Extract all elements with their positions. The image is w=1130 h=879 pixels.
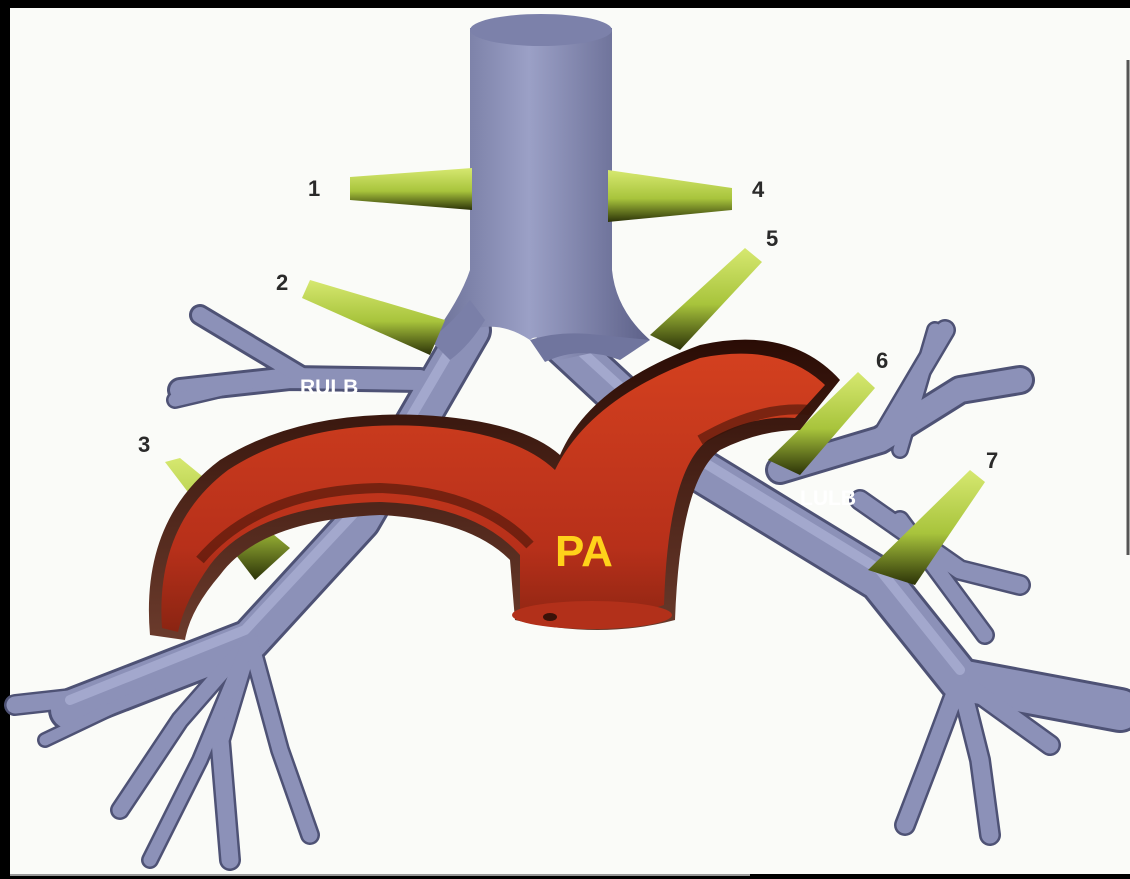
station-7-label: 7 (986, 448, 998, 473)
lulb-label: LULB (800, 487, 856, 510)
station-6-label: 6 (876, 348, 888, 373)
pa-label: PA (555, 527, 613, 576)
rulb-label: RULB (300, 376, 358, 399)
station-1-label: 1 (308, 176, 320, 201)
pa-outlet (512, 601, 672, 629)
station-3-label: 3 (138, 432, 150, 457)
station-4-label: 4 (752, 177, 765, 202)
station-5-label: 5 (766, 226, 778, 251)
station-2-label: 2 (276, 270, 288, 295)
